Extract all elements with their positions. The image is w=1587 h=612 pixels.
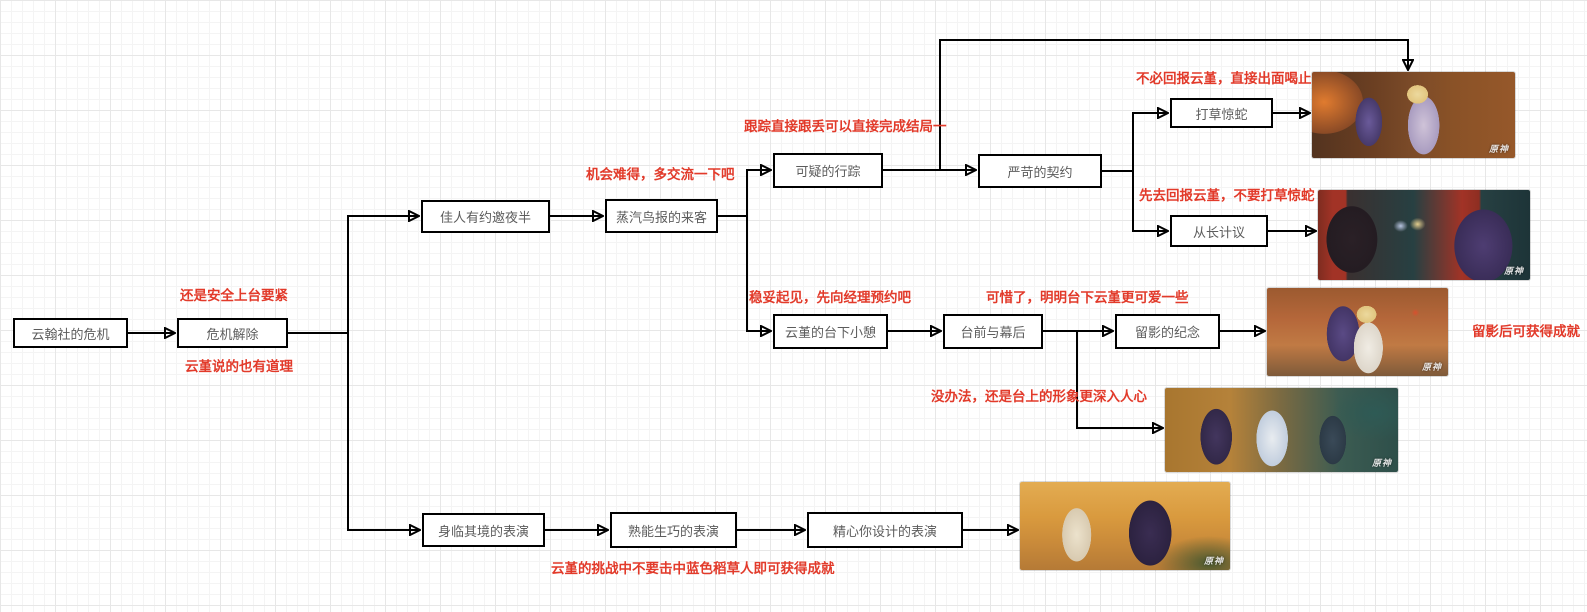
arrow-resolved-to-immersive[interactable] [347, 333, 420, 530]
arrow-contract-to-alert-snake[interactable] [1102, 113, 1168, 172]
genshin-watermark: 原神 [1371, 458, 1392, 468]
node-crisis[interactable]: 云翰社的危机 [13, 318, 128, 348]
arrow-steambird-to-suspicious[interactable] [718, 170, 771, 217]
node-invite[interactable]: 佳人有约邀夜半 [421, 200, 550, 233]
annotation-yunjin-right[interactable]: 云堇说的也有道理 [185, 359, 293, 374]
node-steambird[interactable]: 蒸汽鸟报的来客 [605, 199, 718, 233]
annotation-lose-track[interactable]: 跟踪直接跟丢可以直接完成结局一 [744, 119, 947, 134]
annotation-safe-stage[interactable]: 还是安全上台要紧 [180, 288, 288, 303]
node-suspicious[interactable]: 可疑的行踪 [773, 153, 883, 188]
annotation-stage-image[interactable]: 没办法，还是台上的形象更深入人心 [931, 389, 1147, 404]
annotation-challenge-achievement[interactable]: 云堇的挑战中不要击中蓝色稻草人即可获得成就 [551, 561, 835, 576]
node-resolved[interactable]: 危机解除 [177, 318, 288, 348]
node-practiced[interactable]: 熟能生巧的表演 [610, 512, 737, 548]
screenshot-ending-photo-onstage[interactable]: 原神 [1165, 388, 1398, 472]
genshin-watermark: 原神 [1503, 266, 1524, 276]
arrow-steambird-to-rest[interactable] [746, 216, 771, 331]
screenshot-ending-teahouse-talk[interactable]: 原神 [1318, 190, 1530, 280]
arrow-shortcut-to-ending1[interactable] [939, 39, 1408, 170]
annotation-rare-chance[interactable]: 机会难得，多交流一下吧 [586, 167, 735, 182]
node-long-plan[interactable]: 从长计议 [1170, 215, 1268, 247]
node-contract[interactable]: 严苛的契约 [978, 154, 1102, 188]
annotation-no-report[interactable]: 不必回报云堇，直接出面喝止 [1136, 71, 1312, 86]
genshin-watermark: 原神 [1488, 144, 1509, 154]
annotation-book-manager[interactable]: 稳妥起见，先向经理预约吧 [749, 290, 911, 305]
node-photo[interactable]: 留影的纪念 [1115, 314, 1220, 349]
annotation-pity-cuter[interactable]: 可惜了，明明台下云堇更可爱一些 [986, 290, 1189, 305]
genshin-watermark: 原神 [1203, 556, 1224, 566]
arrow-contract-to-long-plan[interactable] [1132, 171, 1168, 231]
node-immersive[interactable]: 身临其境的表演 [422, 513, 545, 547]
screenshot-ending-street-confront[interactable]: 原神 [1312, 72, 1515, 158]
node-rest[interactable]: 云堇的台下小憩 [773, 314, 888, 349]
node-front-back[interactable]: 台前与幕后 [943, 314, 1043, 349]
genshin-watermark: 原神 [1421, 362, 1442, 372]
arrow-front-back-to-ending4[interactable] [1076, 331, 1163, 428]
screenshot-ending-photo-offstage[interactable]: 原神 [1267, 288, 1448, 376]
node-designed[interactable]: 精心你设计的表演 [807, 512, 963, 548]
node-alert-snake[interactable]: 打草惊蛇 [1170, 98, 1273, 128]
annotation-photo-achievement[interactable]: 留影后可获得成就 [1472, 324, 1580, 339]
screenshot-ending-performance[interactable]: 原神 [1020, 482, 1230, 570]
annotation-report-first[interactable]: 先去回报云堇，不要打草惊蛇 [1139, 188, 1315, 203]
arrow-resolved-to-invite[interactable] [288, 216, 419, 334]
